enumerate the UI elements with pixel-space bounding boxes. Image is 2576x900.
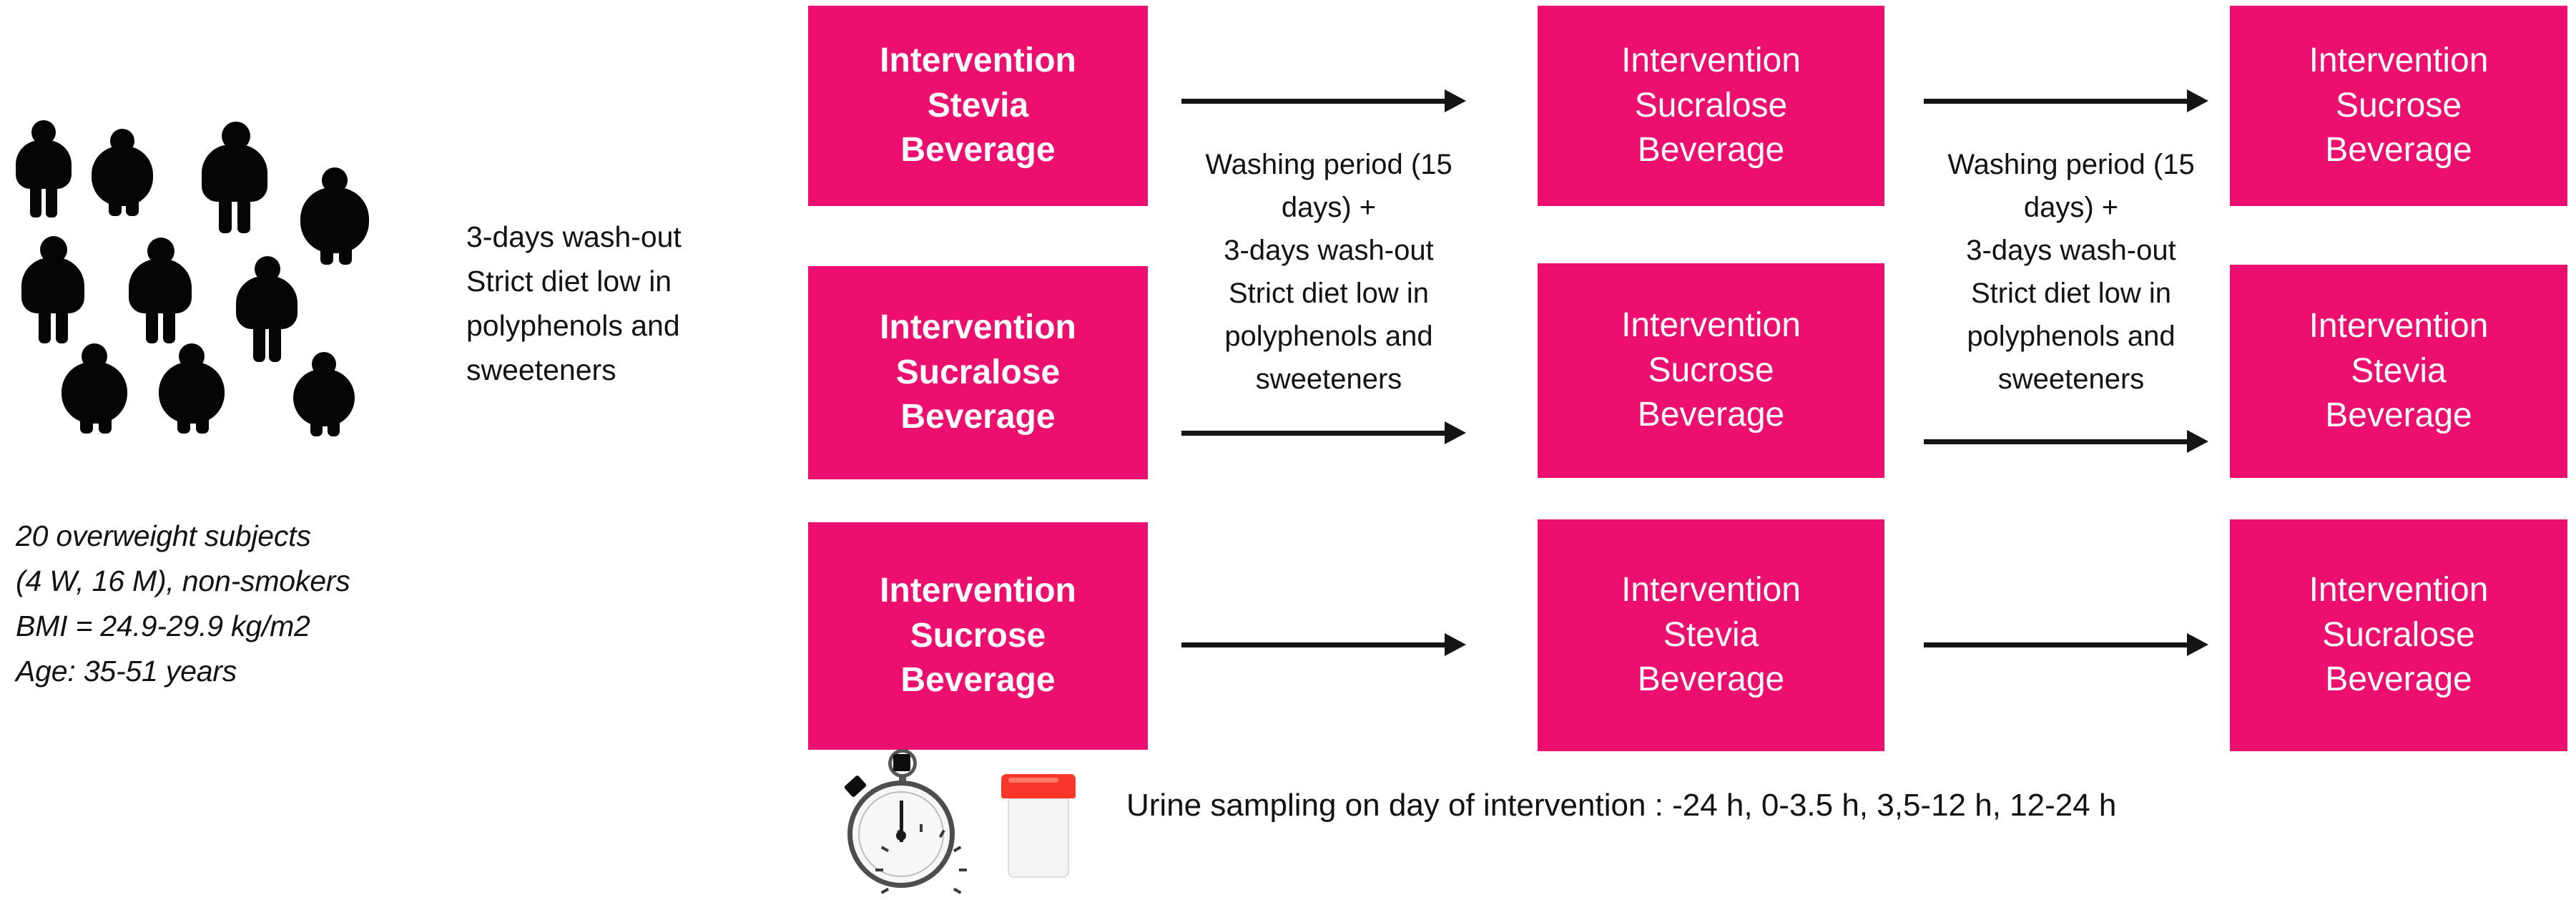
intervention-box-r2c1[interactable]: Intervention Sucralose Beverage [808,266,1148,479]
intervention-box-r2c2[interactable]: Intervention Sucrose Beverage [1538,263,1884,478]
intervention-box-label: Intervention Sucrose Beverage [2309,41,2489,170]
stopwatch-icon [833,748,976,894]
intervention-box-label: Intervention Sucralose Beverage [880,308,1076,436]
urine-sampling-caption: Urine sampling on day of intervention : … [1126,788,2117,823]
cohort-description: 20 overweight subjects (4 W, 16 M), non-… [16,519,350,688]
intervention-box-r1c1[interactable]: Intervention Stevia Beverage [808,6,1148,206]
stopwatch-hub [896,831,906,841]
urine-sample-cup-icon [1001,774,1076,881]
intervention-box-r1c2[interactable]: Intervention Sucralose Beverage [1538,6,1884,206]
subject-cohort-pictogram [0,107,415,436]
intervention-box-label: Intervention Sucrose Beverage [1621,306,1801,434]
intervention-box-label: Intervention Stevia Beverage [2309,307,2489,435]
intervention-box-r1c3[interactable]: Intervention Sucrose Beverage [2230,6,2567,206]
initial-washout-note: 3-days wash-out Strict diet low in polyp… [466,220,682,386]
intervention-box-r3c3[interactable]: Intervention Sucralose Beverage [2230,519,2567,751]
intervention-box-label: Intervention Stevia Beverage [1621,571,1801,699]
intervention-box-label: Intervention Sucralose Beverage [1621,41,1801,170]
washing-period-note-2: Washing period (15 days) + 3-days wash-o… [1947,149,2195,395]
washing-period-note-1: Washing period (15 days) + 3-days wash-o… [1205,149,1452,395]
intervention-box-r3c1[interactable]: Intervention Sucrose Beverage [808,522,1148,750]
intervention-box-r2c3[interactable]: Intervention Stevia Beverage [2230,265,2567,478]
intervention-box-label: Intervention Sucralose Beverage [2309,571,2489,699]
cup-body [1008,798,1069,878]
intervention-box-r3c2[interactable]: Intervention Stevia Beverage [1538,519,1884,751]
intervention-box-label: Intervention Stevia Beverage [880,41,1076,170]
intervention-box-label: Intervention Sucrose Beverage [880,572,1076,700]
cup-lid-highlight [1008,778,1058,783]
stopwatch-side-button [843,774,867,798]
stopwatch-needle [900,801,903,842]
stopwatch-crown-button [893,754,910,771]
